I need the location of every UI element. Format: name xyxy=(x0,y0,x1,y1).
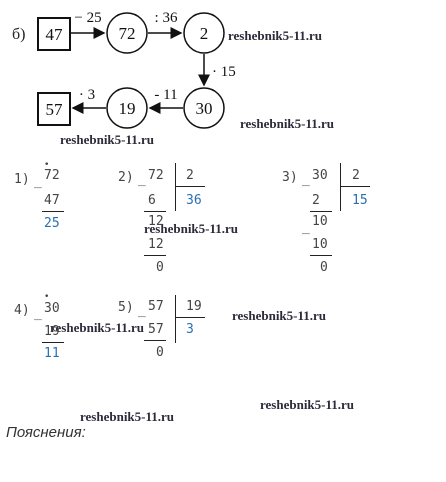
calc-3-rule-1 xyxy=(310,211,332,212)
end-value: 57 xyxy=(46,100,64,119)
calc-5-divider xyxy=(175,295,176,343)
node-72-value: 72 xyxy=(119,24,136,43)
calc-1-minuend: 72 xyxy=(44,168,60,183)
calc-1-rule xyxy=(42,211,64,212)
calc-2-quotient: 36 xyxy=(186,193,202,208)
calc-4-number: 4) xyxy=(14,303,30,318)
calc-5-divisor: 19 xyxy=(186,299,202,314)
watermark: reshebnik5-11.ru xyxy=(228,28,323,43)
calc-4-minus: _ xyxy=(34,306,42,321)
calc-5-step-1: 57 xyxy=(148,322,164,337)
calc-3-divisor: 2 xyxy=(352,168,360,183)
watermark: reshebnik5-11.ru xyxy=(260,397,355,412)
calc-1-result: 25 xyxy=(44,216,60,231)
node-19-value: 19 xyxy=(119,99,136,118)
watermark: reshebnik5-11.ru xyxy=(144,221,239,236)
calc-1-number: 1) xyxy=(14,172,30,187)
calc-3-minus-2: _ xyxy=(302,220,310,235)
watermark: reshebnik5-11.ru xyxy=(232,308,327,323)
calc-4-result: 11 xyxy=(44,346,60,361)
calc-3-number: 3) xyxy=(282,170,298,185)
op-minus-11: - 11 xyxy=(154,87,177,103)
calc-3-step-2: 10 xyxy=(312,237,328,252)
op-times-15: · 15 xyxy=(212,64,236,80)
node-19 xyxy=(106,87,148,129)
node-30-value: 30 xyxy=(196,99,213,118)
calc-3-quotient-rule xyxy=(340,186,370,187)
watermark: reshebnik5-11.ru xyxy=(50,320,145,335)
calc-2-step-2: 12 xyxy=(148,237,164,252)
node-30 xyxy=(183,87,225,129)
calc-3-divider xyxy=(340,163,341,211)
calc-3-quotient: 15 xyxy=(352,193,368,208)
calc-4-subtrahend: 19 xyxy=(44,324,60,339)
calc-2-minus: _ xyxy=(138,172,146,187)
calc-2-step-1: 6 xyxy=(148,193,156,208)
calc-5-quotient-rule xyxy=(175,317,205,318)
calc-4-borrow-dot: • xyxy=(44,292,50,302)
node-2-value: 2 xyxy=(200,24,209,43)
calc-5-dividend: 57 xyxy=(148,299,164,314)
chain-diagram: 47 72 2 30 19 57 − 25 : 36 · 15 - 11 · 3 xyxy=(37,10,236,129)
calc-2-remainder-1: 12 xyxy=(148,214,164,229)
calc-2-divisor: 2 xyxy=(186,168,194,183)
calc-3-remainder-2: 0 xyxy=(320,260,328,275)
calc-4-minuend: 30 xyxy=(44,301,60,316)
chain-label: б) xyxy=(12,26,26,43)
calc-3-dividend: 30 xyxy=(312,168,328,183)
watermark: reshebnik5-11.ru xyxy=(240,116,335,131)
calc-1-borrow-dot: • xyxy=(44,160,50,170)
calc-2-remainder-2: 0 xyxy=(156,260,164,275)
op-minus-25: − 25 xyxy=(74,10,101,26)
calc-2-quotient-rule xyxy=(175,186,205,187)
calc-2-number: 2) xyxy=(118,170,134,185)
op-times-3: · 3 xyxy=(79,87,95,103)
calc-5-number: 5) xyxy=(118,300,134,315)
node-72 xyxy=(106,12,148,54)
op-div-36: : 36 xyxy=(155,10,178,26)
calc-2-dividend: 72 xyxy=(148,168,164,183)
calc-2-rule-1 xyxy=(144,211,166,212)
calc-2-rule-2 xyxy=(144,255,166,256)
watermark: reshebnik5-11.ru xyxy=(80,409,175,424)
calc-5-rule-1 xyxy=(144,340,166,341)
calc-4-rule xyxy=(42,342,64,343)
calc-2-divider xyxy=(175,163,176,211)
calc-3-rule-2 xyxy=(310,255,332,256)
watermark: reshebnik5-11.ru xyxy=(60,132,155,147)
calc-3-step-1: 2 xyxy=(312,193,320,208)
calc-1-subtrahend: 47 xyxy=(44,193,60,208)
calc-3-minus: _ xyxy=(302,172,310,187)
calc-5-minus: _ xyxy=(138,303,146,318)
end-box xyxy=(37,92,71,126)
calc-3-remainder-1: 10 xyxy=(312,214,328,229)
explanations-heading: Пояснения: xyxy=(6,424,86,441)
node-2 xyxy=(183,12,225,54)
calc-5-remainder-1: 0 xyxy=(156,345,164,360)
calc-5-quotient: 3 xyxy=(186,322,194,337)
calc-1-minus: _ xyxy=(34,174,42,189)
start-box xyxy=(37,17,71,51)
start-value: 47 xyxy=(46,25,64,44)
